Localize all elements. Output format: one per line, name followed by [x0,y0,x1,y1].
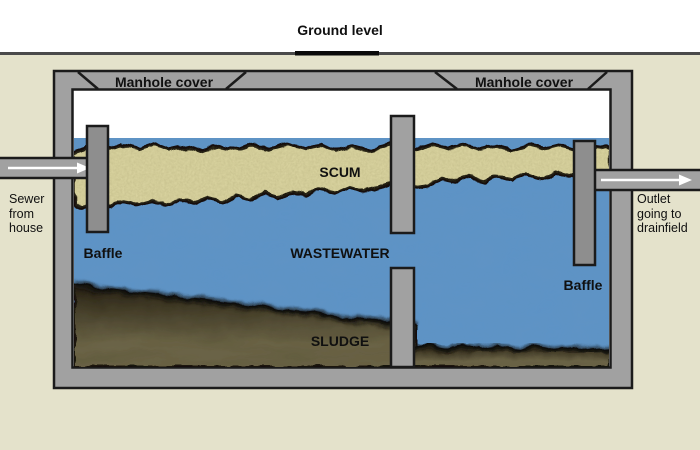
baffle-left [85,124,110,234]
divider-wall-upper [389,114,416,235]
baffle-right [572,139,597,267]
sludge-label: SLUDGE [310,333,370,349]
scum-layer [74,142,609,209]
sludge-layer-right [410,341,609,367]
manhole-cover-edges [77,71,608,90]
outlet-flow-arrow [601,174,692,186]
ground-level-label: Ground level [297,22,383,38]
inlet-flow-arrow [8,162,90,174]
tank-contents [74,138,609,367]
baffle-left-label: Baffle [83,245,123,261]
divider-wall-lower [389,266,416,369]
ground-level-underline [295,51,379,56]
wastewater-label: WASTEWATER [290,245,390,261]
manhole-cover-right-label: Manhole cover [474,74,574,90]
baffle-right-label: Baffle [563,277,603,293]
sewer-inlet-label: Sewer from house [9,192,45,235]
scum-label: SCUM [319,164,361,180]
manhole-cover-left-label: Manhole cover [114,74,214,90]
outlet-drainfield-label: Outlet going to drainfield [637,192,688,235]
